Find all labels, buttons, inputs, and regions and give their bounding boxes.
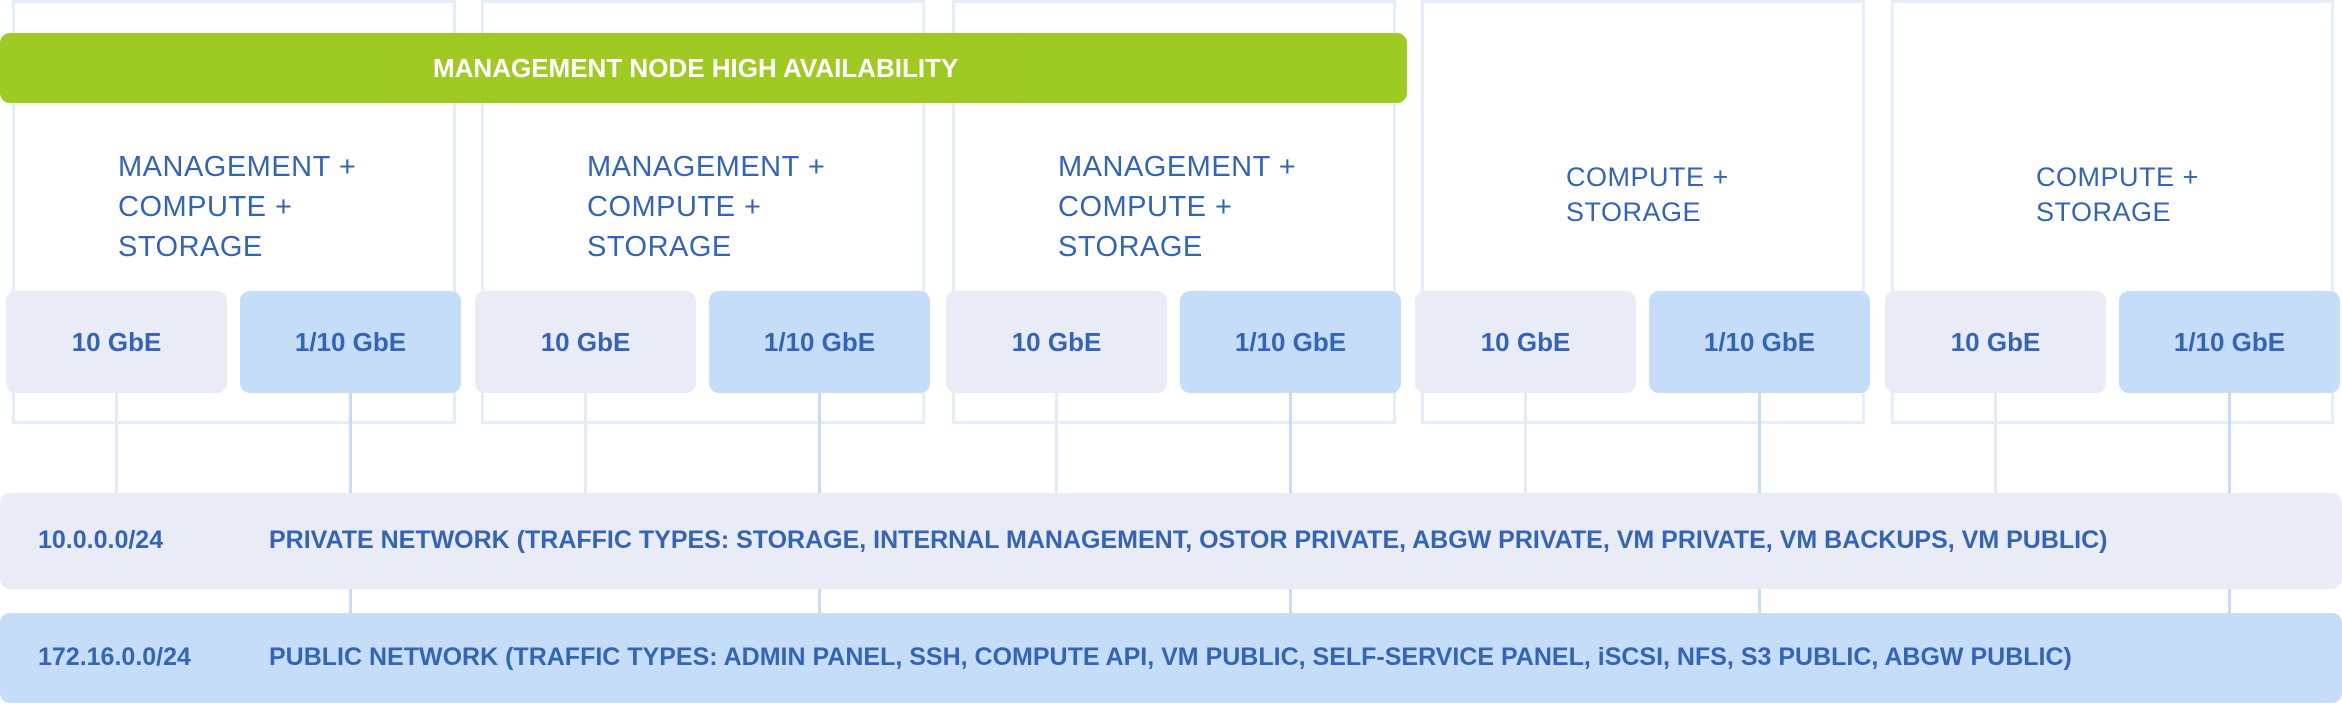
private-link-line	[1055, 393, 1058, 493]
node-role-line: STORAGE	[118, 231, 263, 263]
port-1-10gbe: 1/10 GbE	[240, 291, 461, 393]
node-role-label: MANAGEMENT + COMPUTE + STORAGE	[587, 147, 825, 267]
private-link-line	[115, 393, 118, 493]
private-subnet: 10.0.0.0/24	[38, 526, 164, 554]
private-link-line	[1994, 393, 1997, 493]
node-frame	[952, 0, 1396, 424]
node-role-label: COMPUTE + STORAGE	[1566, 160, 1729, 230]
node-role-line: MANAGEMENT +	[118, 151, 357, 183]
port-10gbe: 10 GbE	[946, 291, 1167, 393]
node-role-line: COMPUTE +	[1566, 162, 1729, 192]
node-role-line: COMPUTE +	[2036, 162, 2199, 192]
node-role-label: MANAGEMENT + COMPUTE + STORAGE	[1058, 147, 1296, 267]
node-role-line: STORAGE	[1058, 231, 1203, 263]
port-1-10gbe: 1/10 GbE	[1180, 291, 1401, 393]
public-network-bar: 172.16.0.0/24 PUBLIC NETWORK (TRAFFIC TY…	[0, 613, 2342, 703]
ha-banner: MANAGEMENT NODE HIGH AVAILABILITY	[0, 33, 1407, 103]
node-frame	[12, 0, 456, 424]
node-role-line: STORAGE	[1566, 197, 1702, 227]
node-role-line: STORAGE	[2036, 197, 2172, 227]
private-network-label: PRIVATE NETWORK (TRAFFIC TYPES: STORAGE,…	[269, 526, 2108, 554]
port-1-10gbe: 1/10 GbE	[709, 291, 930, 393]
node-role-label: COMPUTE + STORAGE	[2036, 160, 2199, 230]
private-link-line	[584, 393, 587, 493]
port-10gbe: 10 GbE	[475, 291, 696, 393]
node-role-line: COMPUTE +	[118, 191, 293, 223]
node-role-line: STORAGE	[587, 231, 732, 263]
node-role-label: MANAGEMENT + COMPUTE + STORAGE	[118, 147, 356, 267]
port-1-10gbe: 1/10 GbE	[1649, 291, 1870, 393]
port-10gbe: 10 GbE	[6, 291, 227, 393]
port-10gbe: 10 GbE	[1415, 291, 1636, 393]
public-subnet: 172.16.0.0/24	[38, 643, 191, 671]
node-role-line: COMPUTE +	[1058, 191, 1233, 223]
node-frame	[481, 0, 925, 424]
private-link-line	[1524, 393, 1527, 493]
node-role-line: COMPUTE +	[587, 191, 762, 223]
public-network-label: PUBLIC NETWORK (TRAFFIC TYPES: ADMIN PAN…	[269, 643, 2072, 671]
node-frame	[1421, 0, 1865, 424]
node-role-line: MANAGEMENT +	[587, 151, 826, 183]
ha-label: MANAGEMENT NODE HIGH AVAILABILITY	[433, 53, 959, 83]
port-10gbe: 10 GbE	[1885, 291, 2106, 393]
port-1-10gbe: 1/10 GbE	[2119, 291, 2340, 393]
private-network-bar: 10.0.0.0/24 PRIVATE NETWORK (TRAFFIC TYP…	[0, 493, 2342, 589]
node-frame	[1891, 0, 2334, 424]
node-role-line: MANAGEMENT +	[1058, 151, 1297, 183]
